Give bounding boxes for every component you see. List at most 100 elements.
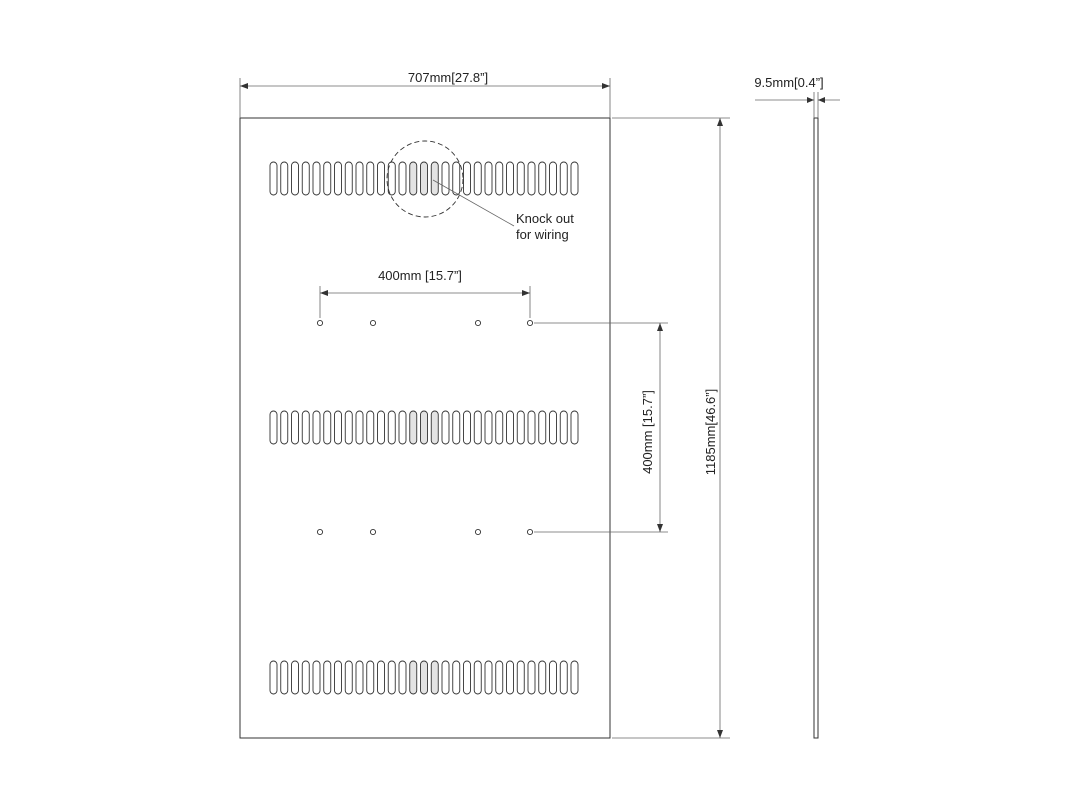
vent-slot <box>387 410 396 445</box>
vent-slot <box>355 161 364 196</box>
vent-slot <box>473 660 482 695</box>
vent-slot <box>452 660 461 695</box>
vent-slot <box>301 161 310 196</box>
vent-slot <box>570 410 579 445</box>
vent-slot <box>280 161 289 196</box>
vent-slot <box>516 161 525 196</box>
vent-slot <box>377 660 385 695</box>
vent-slot <box>473 410 482 445</box>
vent-slot <box>527 660 536 695</box>
vent-slot <box>334 660 342 695</box>
vent-slot <box>473 161 482 196</box>
vent-slot <box>291 161 299 196</box>
vent-slot <box>291 410 299 445</box>
vent-slot <box>344 410 353 445</box>
vent-slot <box>549 660 557 695</box>
vent-slot <box>280 410 289 445</box>
panel-front-view <box>239 117 611 739</box>
mounting-hole <box>369 319 377 327</box>
vent-slot <box>291 660 299 695</box>
vent-slot <box>334 410 342 445</box>
mounting-hole <box>316 319 324 327</box>
hole-spacing-horizontal-label: 400mm [15.7”] <box>378 268 462 283</box>
vent-slot <box>366 410 375 445</box>
height-dimension: 1185mm[46.6”] <box>612 117 730 739</box>
vent-slot <box>506 161 514 196</box>
vent-slot <box>430 660 439 695</box>
knockout-callout: Knock out for wiring <box>386 140 574 242</box>
vent-slot <box>549 410 557 445</box>
vent-slot <box>441 410 450 445</box>
vent-slot <box>484 660 493 695</box>
vent-slot <box>538 660 547 695</box>
vent-slot <box>344 161 353 196</box>
vent-slot <box>420 410 428 445</box>
vent-slot <box>452 161 461 196</box>
vent-slot <box>516 410 525 445</box>
thickness-dimension: 9.5mm[0.4”] <box>754 75 840 118</box>
thickness-label: 9.5mm[0.4”] <box>754 75 823 90</box>
vent-slot <box>409 410 418 445</box>
vent-slot <box>387 161 396 196</box>
vent-slot <box>312 660 321 695</box>
vent-slot <box>334 161 342 196</box>
vent-slot <box>377 161 385 196</box>
vent-slot <box>570 161 579 196</box>
vent-slot-rows <box>269 161 579 695</box>
vent-slot <box>559 410 568 445</box>
vent-slot <box>441 660 450 695</box>
vent-slot <box>559 161 568 196</box>
mounting-hole <box>369 528 377 536</box>
vent-slot <box>559 660 568 695</box>
vent-slot <box>323 410 332 445</box>
vent-slot <box>463 410 471 445</box>
vent-slot <box>549 161 557 196</box>
panel-side-view <box>813 117 819 739</box>
hole-spacing-vertical-dimension: 400mm [15.7”] <box>534 322 668 533</box>
vent-slot <box>312 410 321 445</box>
vent-slot <box>420 660 428 695</box>
knockout-label-line2: for wiring <box>516 227 569 242</box>
vent-slot <box>344 660 353 695</box>
mounting-hole <box>526 528 534 536</box>
vent-slot <box>280 660 289 695</box>
mounting-hole <box>474 528 482 536</box>
vent-slot <box>506 410 514 445</box>
vent-slot <box>355 660 364 695</box>
vent-slot <box>506 660 514 695</box>
vent-slot <box>301 660 310 695</box>
vent-slot <box>538 161 547 196</box>
vent-slot <box>420 161 428 196</box>
vent-slot <box>323 660 332 695</box>
vent-slot <box>323 161 332 196</box>
vent-slot <box>301 410 310 445</box>
vent-slot <box>366 161 375 196</box>
vent-slot <box>366 660 375 695</box>
vent-slot <box>355 410 364 445</box>
vent-slot <box>312 161 321 196</box>
vent-slot <box>409 161 418 196</box>
vent-slot <box>430 161 439 196</box>
knockout-circle <box>386 140 464 218</box>
vent-slot <box>527 410 536 445</box>
knockout-label-line1: Knock out <box>516 211 574 226</box>
vent-slot <box>377 410 385 445</box>
vent-slot <box>269 410 278 445</box>
vent-slot <box>527 161 536 196</box>
vent-slot <box>495 161 504 196</box>
vent-slot <box>398 161 407 196</box>
mounting-hole <box>316 528 324 536</box>
vent-slot <box>409 660 418 695</box>
width-dimension: 707mm[27.8”] <box>239 70 611 118</box>
vent-slot <box>463 161 471 196</box>
vent-slot <box>269 161 278 196</box>
vent-slot <box>495 660 504 695</box>
vent-slot <box>538 410 547 445</box>
hole-spacing-horizontal-dimension: 400mm [15.7”] <box>319 268 531 318</box>
vent-slot <box>495 410 504 445</box>
mounting-holes <box>316 319 534 536</box>
vent-slot <box>484 410 493 445</box>
mounting-hole <box>474 319 482 327</box>
vent-slot <box>387 660 396 695</box>
